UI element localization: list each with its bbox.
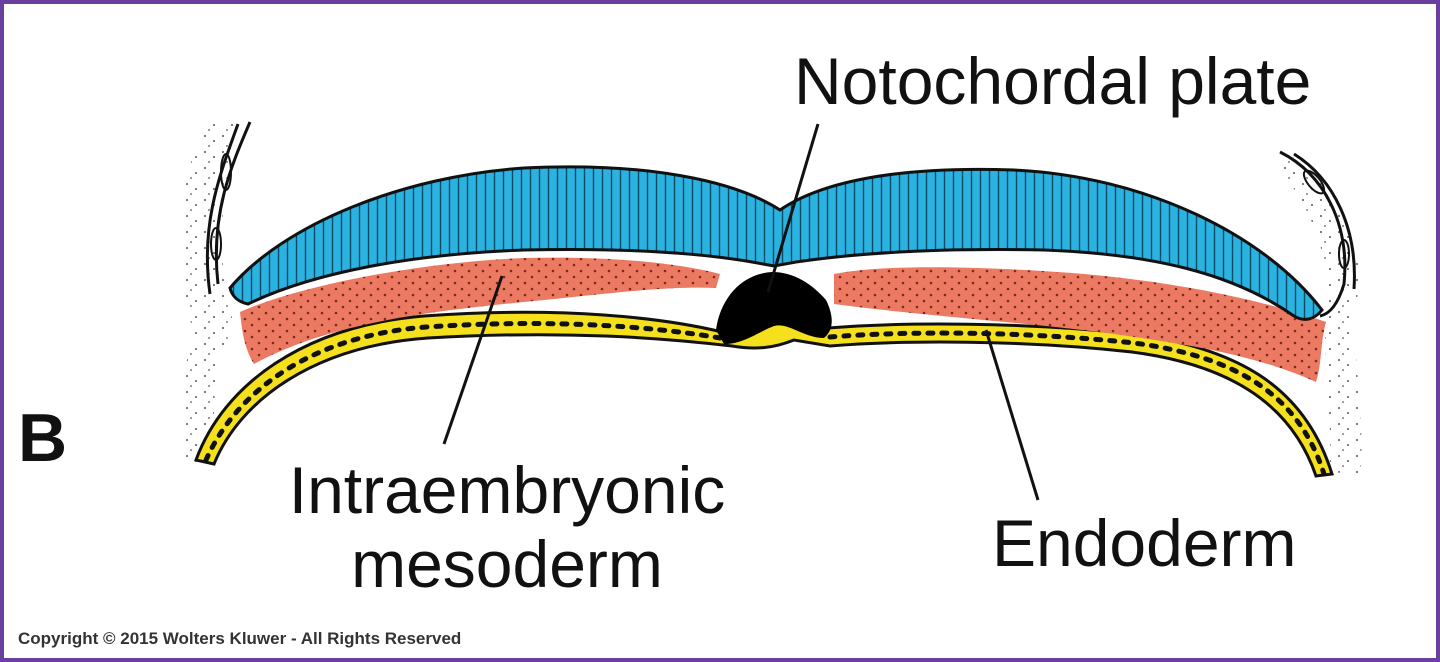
amnion-cell [1338,239,1350,269]
left-mesoderm [240,257,720,364]
ectoderm-layer [228,165,1324,321]
notochordal-plate-label: Notochordal plate [794,44,1312,118]
copyright-notice: Copyright © 2015 Wolters Kluwer - All Ri… [18,629,462,648]
intraembryonic-mesoderm-leader-line [442,275,504,445]
intraembryonic-mesoderm-label-line2: mesoderm [351,526,663,601]
amnion-cell [1302,169,1326,195]
panel-letter: B [18,400,68,476]
right-extraembryonic-tissue [1274,154,1362,474]
intraembryonic-mesoderm-label-line1: Intraembryonic [288,453,726,527]
amnion-cell [210,227,222,261]
endoderm-dot-line [203,321,1327,477]
right-mesoderm [834,267,1326,382]
right-amnion-membrane [1279,150,1356,318]
amnion-cell [220,153,232,191]
notochordal-plate [716,272,832,344]
notochordal-plate-leader-line [766,123,820,293]
intraembryonic-mesoderm-label: Intraembryonic mesoderm [262,453,752,602]
endoderm-leader-line [984,329,1040,501]
embryonic-disc-diagram [179,121,1362,501]
endoderm-layer [193,310,1334,478]
endoderm-label: Endoderm [992,506,1297,580]
